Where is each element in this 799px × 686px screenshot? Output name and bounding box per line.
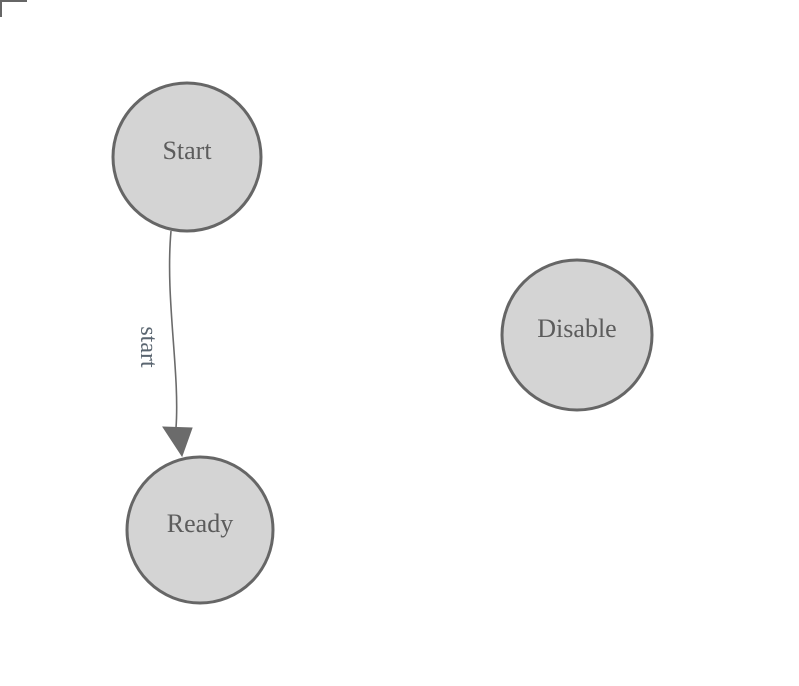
state-circle-start[interactable]: [111, 81, 263, 233]
state-label-disable: Disable: [537, 314, 616, 343]
edge-arrowhead-icon[interactable]: [162, 426, 193, 458]
edge-start-to-ready[interactable]: start: [135, 230, 193, 458]
state-node-disable[interactable]: Disable: [500, 258, 654, 412]
state-node-start[interactable]: Start: [111, 81, 263, 233]
edge-label: start: [135, 326, 161, 368]
state-circle-disable[interactable]: [500, 258, 654, 412]
state-label-start: Start: [162, 136, 212, 165]
paper-corner-mark: [0, 0, 27, 17]
state-circle-ready[interactable]: [125, 455, 275, 605]
state-node-ready[interactable]: Ready: [125, 455, 275, 605]
state-label-ready: Ready: [167, 509, 233, 538]
edge-path[interactable]: [168, 230, 178, 429]
